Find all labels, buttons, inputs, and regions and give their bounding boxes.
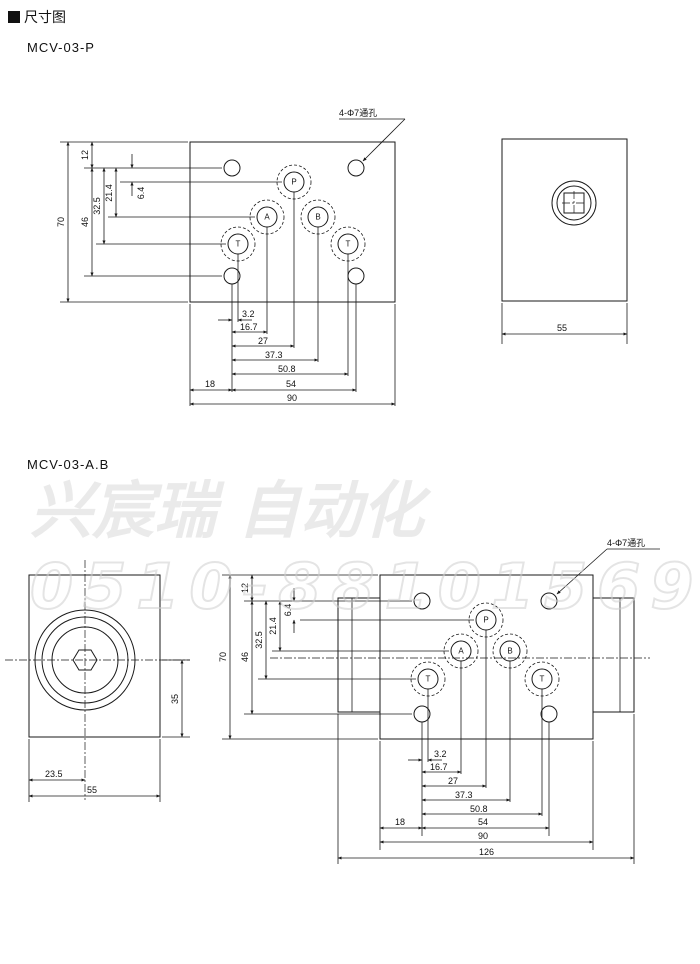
dim-126: 126 [479, 847, 494, 857]
mcv-p-hole-note: 4-Φ7通孔 [339, 108, 377, 118]
port-t-label: T [236, 240, 241, 249]
dim-6-4: 6.4 [136, 187, 146, 200]
watermark-company: 兴宸瑞 自动化 [30, 474, 432, 547]
dim-37-3: 37.3 [265, 350, 283, 360]
dim-12: 12 [80, 150, 90, 160]
dim-70: 70 [218, 652, 228, 662]
dim-6-4: 6.4 [283, 604, 293, 617]
mcv-p-section: MCV-03-P P A B T [27, 40, 628, 406]
dim-3-2: 3.2 [242, 309, 255, 319]
mcv-p-front-body [189, 141, 396, 303]
dim-46: 46 [240, 652, 250, 662]
port-b-label: B [507, 647, 512, 656]
dim-90: 90 [287, 393, 297, 403]
mcv-p-model-label: MCV-03-P [27, 40, 95, 55]
dim-90: 90 [478, 831, 488, 841]
dim-16-7: 16.7 [430, 762, 448, 772]
dim-46: 46 [80, 217, 90, 227]
dim-18: 18 [395, 817, 405, 827]
port-p-label: P [291, 178, 296, 187]
dim-16-7: 16.7 [240, 322, 258, 332]
dim-23-5: 23.5 [45, 769, 63, 779]
mcv-p-side-plug [551, 180, 597, 226]
dim-55: 55 [87, 785, 97, 795]
mounting-hole [223, 159, 241, 177]
mcv-p-side-body [501, 138, 628, 302]
dim-18: 18 [205, 379, 215, 389]
dim-3-2: 3.2 [434, 749, 447, 759]
mcv-ab-model-label: MCV-03-A.B [27, 457, 109, 472]
dim-21-4: 21.4 [268, 617, 278, 635]
port-p-label: P [483, 616, 488, 625]
dim-50-8: 50.8 [470, 804, 488, 814]
port-t-label: T [426, 675, 431, 684]
watermark: 兴宸瑞 自动化 0510-88101569 [29, 474, 700, 624]
dim-35: 35 [170, 694, 180, 704]
port-t-label: T [540, 675, 545, 684]
dim-54: 54 [286, 379, 296, 389]
port-a-label: A [458, 647, 464, 656]
dim-55: 55 [557, 323, 567, 333]
mcv-ab-section: MCV-03-A.B 35 23.5 55 [5, 457, 660, 864]
mcv-ab-hole-note: 4-Φ7通孔 [607, 538, 645, 548]
dim-27: 27 [448, 776, 458, 786]
mcv-ab-side-body [28, 574, 161, 738]
watermark-phone: 0510-88101569 [30, 550, 700, 623]
mcv-p-ports: P A B T T [220, 159, 366, 285]
dim-54: 54 [478, 817, 488, 827]
mounting-hole [413, 592, 431, 610]
mcv-ab-front-body [379, 574, 594, 740]
dim-50-8: 50.8 [278, 364, 296, 374]
dim-27: 27 [258, 336, 268, 346]
dim-32-5: 32.5 [254, 631, 264, 649]
dim-32-5: 32.5 [92, 197, 102, 215]
section-header: 尺寸图 [8, 10, 66, 26]
mounting-hole [540, 592, 558, 610]
dim-37-3: 37.3 [455, 790, 473, 800]
dim-12: 12 [240, 583, 250, 593]
port-t-label: T [346, 240, 351, 249]
header-square-icon [8, 11, 20, 23]
port-a-label: A [264, 213, 270, 222]
mounting-hole [347, 159, 365, 177]
dim-70: 70 [56, 217, 66, 227]
dim-21-4: 21.4 [104, 184, 114, 202]
port-b-label: B [315, 213, 320, 222]
header-title: 尺寸图 [24, 10, 66, 26]
mounting-hole [347, 267, 365, 285]
